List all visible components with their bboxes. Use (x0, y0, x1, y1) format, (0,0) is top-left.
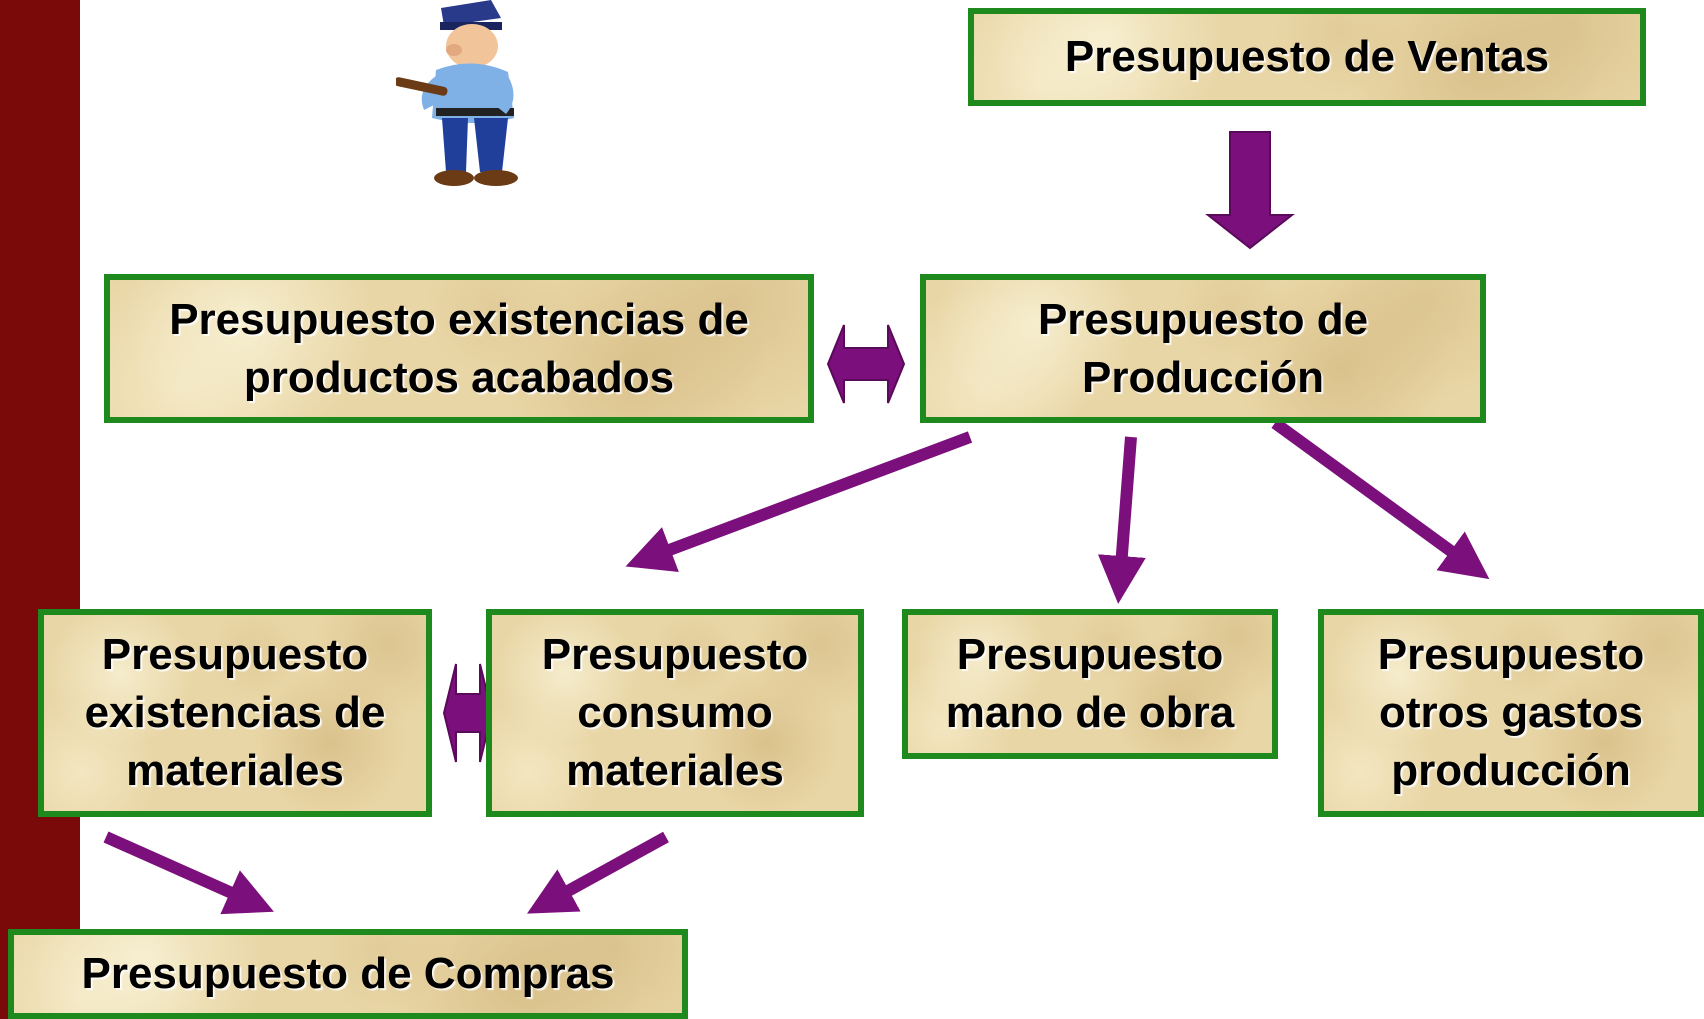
left-accent-bar (0, 0, 80, 1019)
node-label: Presupuesto existencias de materiales (84, 630, 386, 795)
node-presupuesto-compras: Presupuesto de Compras (8, 929, 688, 1019)
node-presupuesto-produccion: Presupuesto de Producción (920, 274, 1486, 423)
arrow-produccion-to-consumo (625, 431, 973, 573)
node-label: Presupuesto otros gastos producción (1377, 630, 1645, 795)
node-label: Presupuesto de Producción (1037, 294, 1369, 402)
node-label: Presupuesto consumo materiales (541, 630, 809, 795)
arrow-existencias-materiales-to-compras (103, 831, 274, 915)
arrow-consumo-to-compras (526, 831, 669, 914)
arrow-produccion-to-mano-obra (1097, 436, 1146, 604)
node-mano-obra: Presupuesto mano de obra (902, 609, 1278, 759)
node-label: Presupuesto de Ventas (1064, 32, 1550, 81)
node-existencias-productos: Presupuesto existencias de productos aca… (104, 274, 814, 423)
node-label: Presupuesto de Compras (81, 949, 615, 998)
arrow-existencias-productos-produccion (826, 324, 906, 404)
node-otros-gastos: Presupuesto otros gastos producción (1318, 609, 1704, 817)
node-label: Presupuesto existencias de productos aca… (169, 294, 749, 402)
node-presupuesto-ventas: Presupuesto de Ventas (968, 8, 1646, 106)
police-officer-icon (396, 0, 518, 186)
node-existencias-materiales: Presupuesto existencias de materiales (38, 609, 432, 817)
arrow-existencias-materiales-consumo (442, 663, 494, 763)
arrow-produccion-to-otros-gastos (1271, 418, 1490, 580)
node-label: Presupuesto mano de obra (945, 630, 1235, 737)
arrow-ventas-to-produccion (1205, 131, 1295, 250)
node-consumo-materiales: Presupuesto consumo materiales (486, 609, 864, 817)
